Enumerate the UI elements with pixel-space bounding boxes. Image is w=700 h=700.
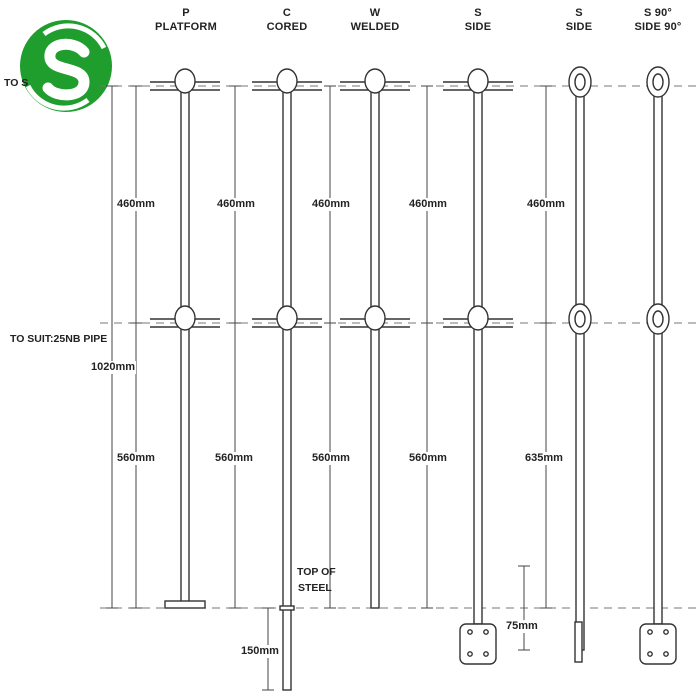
lower-dim-s: 560mm: [408, 452, 448, 465]
post-tube: [653, 85, 663, 625]
lower-dimension-1: [229, 322, 241, 609]
top-of-steel-label-1: TOP OF: [297, 566, 336, 578]
platform-foot: [164, 600, 206, 609]
column-name: CORED: [266, 21, 308, 33]
column-code: S: [575, 7, 583, 19]
bolt-hole: [467, 629, 473, 635]
bolt-hole: [663, 651, 669, 657]
column-code: W: [369, 7, 381, 19]
eye-fitting-hole: [574, 73, 586, 91]
post-side: [443, 68, 513, 625]
post-tube: [180, 85, 190, 605]
eye-fitting-hole: [574, 310, 586, 328]
upper-dim-p: 460mm: [116, 198, 156, 211]
lower-dimension-2: [324, 322, 336, 609]
bolt-hole: [647, 629, 653, 635]
column-heading-s90: S 90° SIDE 90°: [635, 6, 682, 34]
base-plate: [639, 623, 677, 665]
base-plate-label: 75mm: [505, 620, 539, 633]
base-plate-side-90: [639, 623, 677, 665]
top-rail-label: TO S: [4, 77, 29, 89]
base-plate: [459, 623, 497, 665]
mid-rail-label: TO SUIT:25NB PIPE: [10, 333, 108, 345]
column-name: SIDE: [464, 21, 492, 33]
lower-dimension-4: [540, 322, 552, 609]
bolt-hole: [647, 651, 653, 657]
eye-fitting-hole: [652, 73, 664, 91]
column-code: S 90°: [643, 7, 673, 19]
column-heading-s-eye: S SIDE: [566, 6, 592, 34]
lower-dim-c: 560mm: [214, 452, 254, 465]
column-name: SIDE 90°: [634, 21, 682, 33]
bolt-hole: [663, 629, 669, 635]
column-name: WELDED: [350, 21, 400, 33]
lower-dimension-3: [421, 322, 433, 609]
column-heading-w: W WELDED: [351, 6, 400, 34]
overall-height-label: 1020mm: [90, 361, 137, 374]
lower-dim-p: 560mm: [116, 452, 156, 465]
post-tube: [473, 85, 483, 625]
ball-fitting: [174, 305, 196, 331]
ball-fitting: [364, 68, 386, 94]
column-name: PLATFORM: [155, 21, 217, 33]
post-tube: [282, 85, 292, 691]
post-side-eye: [568, 66, 592, 651]
post-tube: [370, 85, 380, 609]
bolt-hole: [483, 651, 489, 657]
ball-fitting: [467, 305, 489, 331]
ball-fitting: [467, 68, 489, 94]
overall-dimension: [106, 85, 118, 609]
cored-collar: [279, 605, 295, 611]
bolt-hole: [483, 629, 489, 635]
post-cored: [252, 68, 322, 691]
ball-fitting: [276, 305, 298, 331]
ball-fitting: [276, 68, 298, 94]
column-heading-c: C CORED: [267, 6, 308, 34]
lower-dim-s-eye: 635mm: [524, 452, 564, 465]
bolt-hole: [467, 651, 473, 657]
column-heading-p: P PLATFORM: [155, 6, 217, 34]
upper-dim-w: 460mm: [311, 198, 351, 211]
post-welded: [340, 68, 410, 609]
post-platform: [150, 68, 220, 605]
embed-depth-label: 150mm: [240, 645, 280, 658]
post-tube: [575, 85, 585, 651]
ball-fitting: [364, 305, 386, 331]
ball-fitting: [174, 68, 196, 94]
top-of-steel-label-2: STEEL: [298, 582, 332, 594]
post-side-90: [646, 66, 670, 625]
column-code: S: [474, 7, 482, 19]
upper-dim-c: 460mm: [216, 198, 256, 211]
lower-dim-w: 560mm: [311, 452, 351, 465]
eye-fitting-hole: [652, 310, 664, 328]
column-code: P: [182, 7, 190, 19]
side-fixing-flat: [574, 621, 583, 663]
base-plate-side: [459, 623, 497, 665]
column-name: SIDE: [565, 21, 593, 33]
upper-dim-s-eye: 460mm: [526, 198, 566, 211]
reference-dash-lines: [100, 85, 700, 609]
column-heading-s: S SIDE: [465, 6, 491, 34]
column-code: C: [282, 7, 292, 19]
logo-icon: [20, 20, 112, 112]
plate-dimension: [518, 565, 530, 651]
upper-dim-s: 460mm: [408, 198, 448, 211]
